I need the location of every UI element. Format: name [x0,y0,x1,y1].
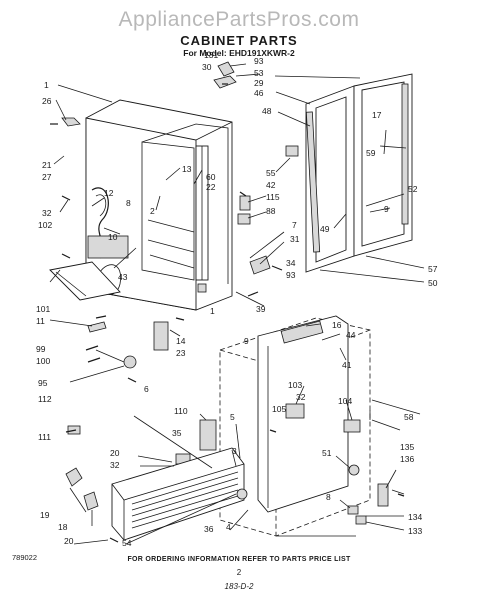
page-number: 2 [236,568,242,577]
callout-label: 58 [404,412,414,422]
callout-label: 8 [126,198,131,208]
callout-label: 49 [320,224,330,234]
callout-label: 12 [104,188,114,198]
callout-label: 41 [342,360,352,370]
door-gasket-drawing [305,73,413,273]
callout-label: 50 [428,278,438,288]
callout-label: 133 [408,526,422,536]
callout-label: 21 [42,160,52,170]
callout-label: 59 [366,148,376,158]
callout-label: 95 [38,378,48,388]
callout-labels: 1 26 21 27 32 102 12 10 43 101 11 99 100… [36,50,438,548]
callout-label: 16 [332,320,342,330]
callout-label: 5 [230,412,235,422]
callout-label: 93 [254,56,264,66]
handwritten-mark: 183-D-2 [224,582,254,591]
hinge-drawing [61,61,299,465]
callout-label: 44 [346,330,356,340]
watermark: AppliancePartsPros.com [118,8,360,31]
callout-label: 10 [108,232,118,242]
callout-label: 52 [408,184,418,194]
callout-label: 30 [202,62,212,72]
callout-label: 8 [326,492,331,502]
callout-label: 7 [292,220,297,230]
callout-label: 135 [400,442,414,452]
callout-label: 14 [176,336,186,346]
callout-label: 110 [174,406,188,416]
callout-label: 88 [266,206,276,216]
callout-label: 27 [42,172,52,182]
callout-label: 9 [244,336,249,346]
callout-label: 32 [42,208,52,218]
callout-label: 26 [42,96,52,106]
callout-label: 34 [286,258,296,268]
callout-label: 17 [372,110,382,120]
callout-label: 2 [150,206,155,216]
callout-label: 32 [296,392,306,402]
callout-label: 9 [384,204,389,214]
callout-label: 60 [206,172,216,182]
callout-label: 105 [272,404,286,414]
callout-label: 22 [206,182,216,192]
callout-label: 19 [40,510,50,520]
callout-label: 43 [118,272,128,282]
callout-label: 100 [36,356,50,366]
screw-drawing [50,83,405,543]
callout-label: 103 [288,380,302,390]
freezer-door-drawing [219,315,389,537]
callout-label: 23 [176,348,186,358]
callout-label: 11 [36,316,45,326]
callout-label: 102 [38,220,52,230]
callout-label: 48 [262,106,272,116]
callout-label: 36 [204,524,214,534]
callout-label: 32 [110,460,120,470]
ordering-note: FOR ORDERING INFORMATION REFER TO PARTS … [127,556,351,563]
callout-label: 29 [254,78,264,88]
callout-label: 6 [144,384,149,394]
callout-label: 42 [266,180,276,190]
callout-label: 3 [232,446,237,456]
callout-label: 104 [338,396,352,406]
callout-label: 18 [58,522,68,532]
callout-label: 131 [204,50,218,60]
callout-label: 20 [64,536,74,546]
callout-label: 1 [210,306,215,316]
callout-label: 136 [400,454,414,464]
callout-label: 51 [322,448,332,458]
callout-label: 4 [226,522,231,532]
toe-grille-drawing [65,447,248,541]
leader-lines [49,63,425,545]
callout-label: 39 [256,304,266,314]
model-subtitle: For Model: EHD191XKWR-2 [183,48,295,58]
callout-label: 93 [286,270,296,280]
callout-label: 1 [44,80,49,90]
callout-label: 112 [38,394,52,404]
callout-label: 54 [122,538,132,548]
callout-label: 13 [182,164,192,174]
callout-label: 35 [172,428,182,438]
callout-label: 20 [110,448,120,458]
callout-label: 55 [266,168,276,178]
refrigerator-cabinet-drawing [49,99,233,311]
callout-label: 31 [290,234,300,244]
callout-label: 101 [36,304,50,314]
callout-label: 99 [36,344,46,354]
document-date-code: 789022 [12,553,38,562]
callout-label: 46 [254,88,264,98]
callout-label: 57 [428,264,438,274]
callout-label: 134 [408,512,422,522]
callout-label: 53 [254,68,264,78]
callout-label: 115 [266,192,280,202]
callout-label: 111 [38,432,51,442]
page-title: CABINET PARTS [180,33,298,48]
